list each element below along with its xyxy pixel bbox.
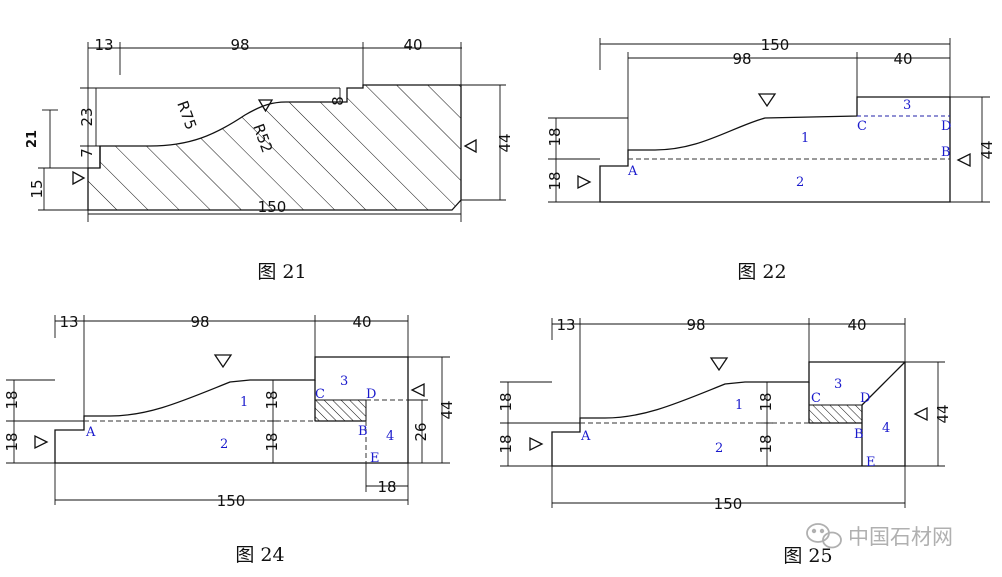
- fig25-dim-18-inner-upper: 18: [757, 392, 775, 411]
- fig22-label-3: 3: [903, 98, 911, 113]
- fig25-dim-18-lower: 18: [497, 434, 515, 453]
- fig21-dim-98: 98: [230, 36, 249, 54]
- fig24-label-D: D: [366, 387, 376, 402]
- fig25-dim-98: 98: [686, 316, 705, 334]
- fig24-label-2: 2: [220, 437, 228, 452]
- fig25-dim-13: 13: [556, 316, 575, 334]
- figure-22: 150 98 40 18 18 44 1 2 3 A B C D 图 22: [546, 36, 996, 283]
- fig24-dim-40: 40: [352, 313, 371, 331]
- fig25-label-A: A: [580, 429, 591, 444]
- fig24-dim-44: 44: [438, 400, 456, 419]
- fig24-caption: 图 24: [235, 544, 284, 566]
- fig22-label-2: 2: [796, 175, 804, 190]
- fig25-dim-18-inner-lower: 18: [757, 434, 775, 453]
- fig21-dim-150: 150: [258, 198, 287, 216]
- fig25-dim-150: 150: [714, 495, 743, 513]
- fig25-label-4: 4: [882, 421, 890, 436]
- fig24-label-C: C: [315, 387, 325, 402]
- fig24-dim-18-inner-lower: 18: [263, 432, 281, 451]
- fig24-label-A: A: [85, 425, 96, 440]
- fig24-label-4: 4: [386, 429, 394, 444]
- fig24-label-3: 3: [340, 374, 348, 389]
- fig25-label-3: 3: [834, 377, 842, 392]
- fig22-dim-18-upper: 18: [546, 127, 564, 146]
- fig21-dim-13: 13: [94, 36, 113, 54]
- fig24-label-B: B: [358, 424, 368, 439]
- fig24-dim-18-bottom: 18: [377, 478, 396, 496]
- fig25-dim-44: 44: [934, 404, 952, 423]
- fig21-dim-15: 15: [28, 179, 46, 198]
- fig21-dim-40: 40: [403, 36, 422, 54]
- fig21-dim-21: 21: [25, 130, 40, 148]
- fig25-label-2: 2: [715, 441, 723, 456]
- fig24-dim-18-upper: 18: [3, 390, 21, 409]
- fig22-label-D: D: [941, 119, 951, 134]
- figure-21: 13 98 40 150 44 23 21 7 15 8 R75 R52 图 2…: [25, 36, 514, 283]
- fig21-profile: [87, 84, 462, 211]
- fig21-radius-75: R75: [173, 98, 200, 132]
- fig25-label-1: 1: [735, 398, 743, 413]
- fig24-dim-26: 26: [412, 422, 430, 441]
- fig22-profile: [599, 96, 951, 203]
- fig22-label-B: B: [941, 145, 951, 160]
- fig22-dim-18-lower: 18: [546, 171, 564, 190]
- fig22-dim-98: 98: [732, 50, 751, 68]
- fig24-dim-13: 13: [59, 313, 78, 331]
- fig22-dim-44: 44: [978, 140, 996, 159]
- fig24-dim-98: 98: [190, 313, 209, 331]
- figure-25: 13 98 40 18 18 18 18 44 150 1 2 3 4 A C …: [497, 316, 952, 567]
- fig22-label-C: C: [857, 119, 867, 134]
- fig22-label-A: A: [627, 164, 638, 179]
- fig21-dim-8: 8: [329, 96, 347, 106]
- fig22-dim-150: 150: [761, 36, 790, 54]
- fig24-dim-18-lower: 18: [3, 432, 21, 451]
- fig25-label-E: E: [866, 455, 876, 470]
- fig24-label-1: 1: [240, 395, 248, 410]
- fig25-hatched-block: [808, 404, 863, 424]
- fig25-dim-18-upper: 18: [497, 392, 515, 411]
- fig21-dim-7: 7: [78, 148, 96, 158]
- fig21-dim-44: 44: [496, 133, 514, 152]
- fig25-label-D: D: [860, 391, 870, 406]
- fig25-label-C: C: [811, 391, 821, 406]
- figure-24: 13 98 40 18 18 18 18 26 44 18 150 1 2 3 …: [3, 313, 456, 566]
- fig25-caption: 图 25: [783, 545, 832, 567]
- wechat-icon: [806, 523, 842, 549]
- fig25-label-B: B: [854, 427, 864, 442]
- fig24-dim-150: 150: [217, 492, 246, 510]
- fig25-dim-40: 40: [847, 316, 866, 334]
- fig24-label-E: E: [370, 451, 380, 466]
- fig24-hatched-block: [314, 399, 367, 422]
- fig24-dim-18-inner-upper: 18: [263, 390, 281, 409]
- watermark-text: 中国石材网: [848, 525, 953, 549]
- fig22-label-1: 1: [801, 131, 809, 146]
- watermark: 中国石材网: [806, 523, 953, 549]
- fig22-caption: 图 22: [737, 261, 786, 283]
- fig21-caption: 图 21: [257, 261, 306, 283]
- fig21-dim-23: 23: [78, 107, 96, 126]
- fig22-dim-40: 40: [893, 50, 912, 68]
